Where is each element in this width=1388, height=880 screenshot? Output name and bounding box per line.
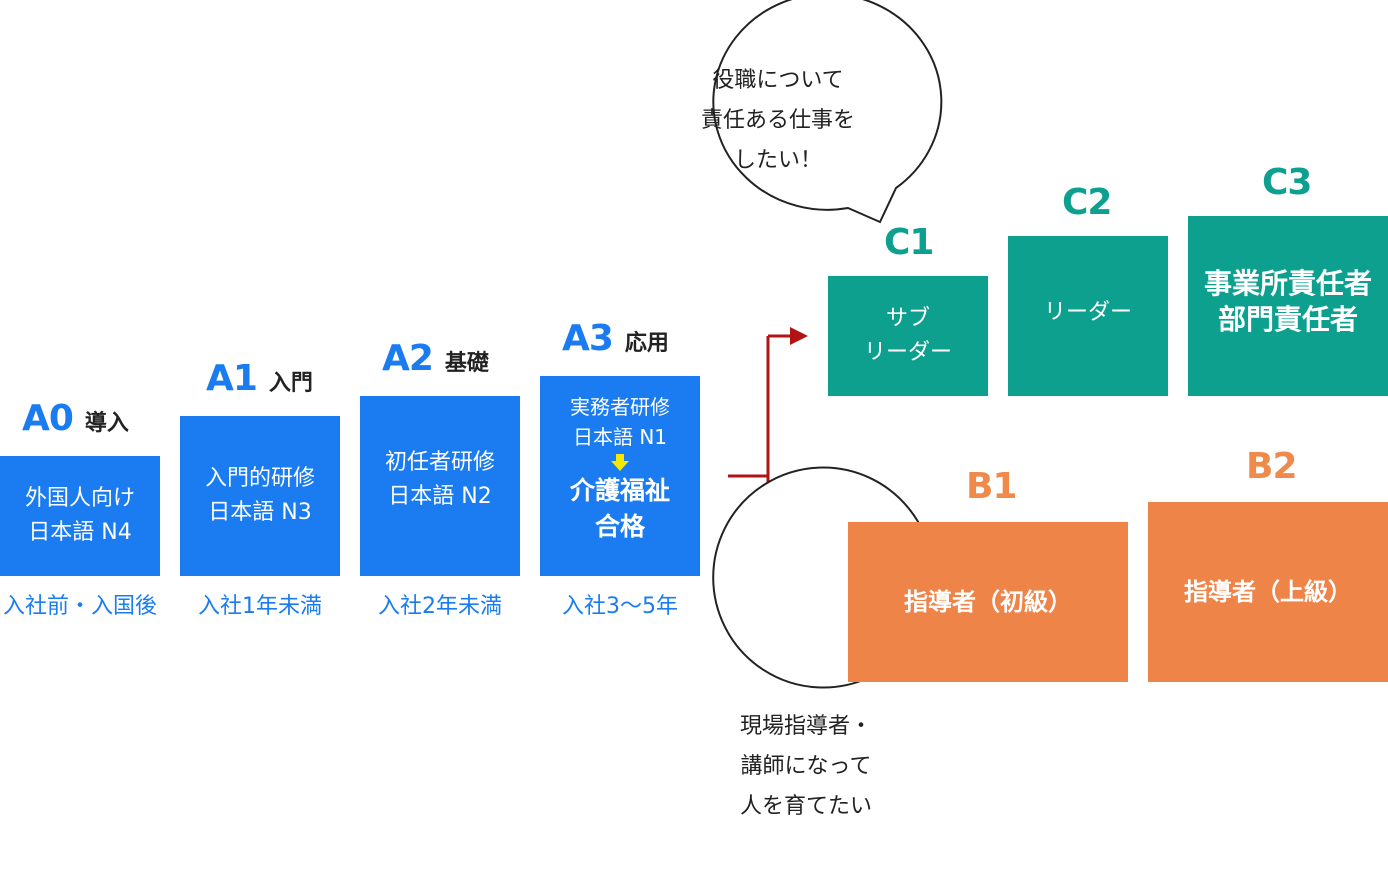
level-code: C1 [884, 222, 934, 263]
box-line: 入門的研修 [204, 466, 315, 491]
level-b2-heading: B2 [1246, 446, 1297, 487]
level-a2-caption: 入社2年未満 [378, 594, 502, 619]
bubble-line: 人を育てたい [739, 794, 872, 819]
box-line: 日本語 N3 [208, 500, 312, 525]
level-code: C2 [1062, 182, 1112, 223]
level-a1-caption: 入社1年未満 [198, 594, 322, 619]
level-a0-heading: A0 導入 [22, 398, 129, 439]
bubble-line: 講師になって [740, 754, 872, 779]
box-line: 日本語 N1 [572, 425, 668, 449]
level-c3-heading: C3 [1262, 162, 1312, 203]
right-arrow-icon [810, 593, 828, 611]
speech-bubble-bottom-text: 現場指導者・ 講師になって 人を育てたい [696, 702, 916, 832]
level-a0-box: 外国人向け 日本語 N4 [0, 456, 160, 576]
speech-bubble-top-text: 役職について 責任ある仕事を したい！ [664, 56, 892, 186]
level-b2-box: 指導者（上級） [1148, 502, 1388, 682]
level-a1-heading: A1 入門 [206, 358, 313, 399]
box-line: 指導者（初級） [904, 588, 1072, 616]
box-line: リーダー [1043, 300, 1132, 325]
level-code: B2 [1246, 446, 1297, 487]
box-line: 部門責任者 [1217, 303, 1358, 336]
level-code: A0 [22, 398, 74, 439]
box-result-line: 合格 [594, 512, 645, 541]
level-a3-caption: 入社3〜5年 [562, 594, 678, 619]
box-line: リーダー [863, 340, 952, 365]
level-c1-heading: C1 [884, 222, 934, 263]
box-line: 外国人向け [24, 486, 135, 511]
level-c1-box: サブ リーダー [828, 276, 988, 396]
level-a2-heading: A2 基礎 [382, 338, 489, 379]
box-line: 指導者（上級） [1184, 578, 1352, 606]
level-code: A2 [382, 338, 434, 379]
level-subtitle: 導入 [84, 411, 129, 436]
box-line: 初任者研修 [384, 450, 495, 475]
box-line: 事業所責任者 [1203, 267, 1372, 300]
level-c2-heading: C2 [1062, 182, 1112, 223]
bubble-line: 責任ある仕事を [700, 108, 855, 133]
level-c3-box: 事業所責任者 部門責任者 [1188, 216, 1388, 396]
level-code: C3 [1262, 162, 1312, 203]
level-a0-caption: 入社前・入国後 [2, 594, 157, 619]
level-a1-box: 入門的研修 日本語 N3 [180, 416, 340, 576]
level-b1-heading: B1 [966, 466, 1017, 507]
bubble-line: 現場指導者・ [739, 714, 872, 739]
level-a2-box: 初任者研修 日本語 N2 [360, 396, 520, 576]
right-arrow-icon [790, 327, 808, 345]
level-c2-box: リーダー [1008, 236, 1168, 396]
box-line: 日本語 N4 [28, 520, 132, 545]
level-code: A3 [562, 318, 614, 359]
level-a3-heading: A3 応用 [562, 318, 669, 359]
level-subtitle: 入門 [268, 371, 313, 396]
level-code: A1 [206, 358, 258, 399]
down-arrow-icon [611, 454, 629, 471]
level-b1-box: 指導者（初級） [848, 522, 1128, 682]
box-line: 日本語 N2 [388, 484, 492, 509]
level-a3-box: 実務者研修 日本語 N1 介護福祉 合格 [540, 376, 700, 576]
box-result-line: 介護福祉 [569, 476, 670, 505]
level-subtitle: 応用 [624, 331, 669, 356]
bubble-line: 役職について [712, 68, 844, 93]
box-line: 実務者研修 [570, 395, 670, 419]
box-line: サブ [885, 306, 930, 331]
bubble-line: したい！ [733, 148, 822, 173]
level-code: B1 [966, 466, 1017, 507]
level-subtitle: 基礎 [444, 351, 489, 376]
